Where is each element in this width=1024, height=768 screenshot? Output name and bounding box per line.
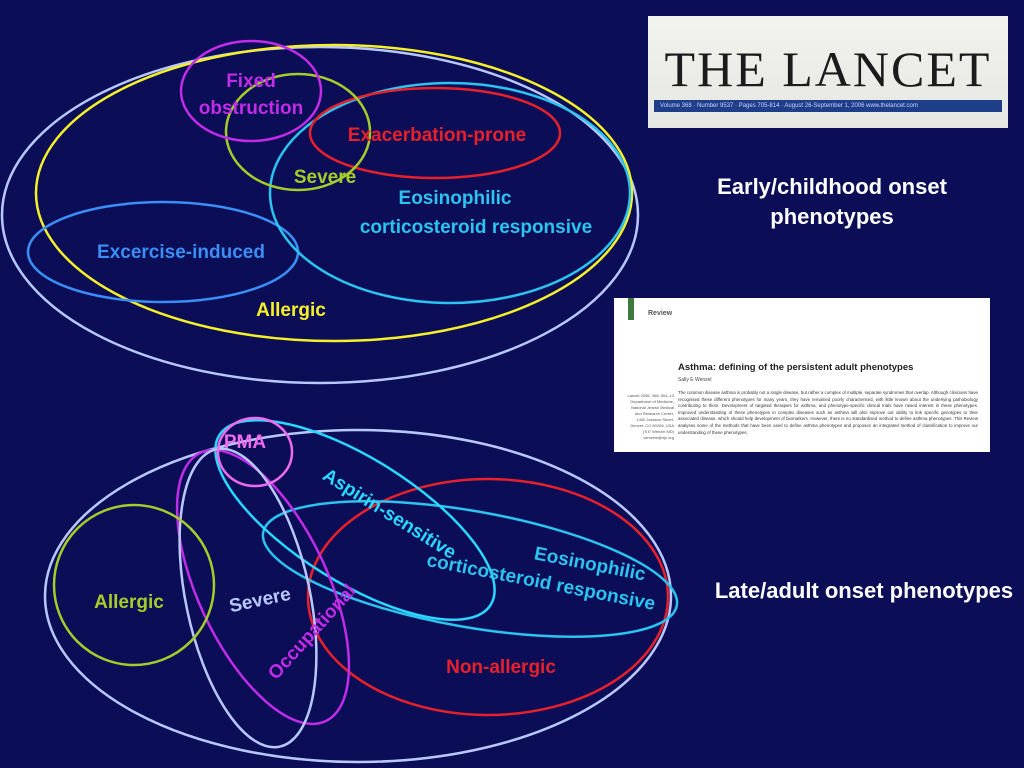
eosinophilic-early-label-line2: corticosteroid responsive [360, 217, 592, 238]
review-article-meta: Lancet 2006; 368: 804–13 Department of M… [627, 393, 675, 440]
pma-ellipse [216, 416, 294, 488]
early-onset-caption: Early/childhood onset phenotypes [717, 174, 947, 229]
allergic-late-label: Allergic [94, 592, 164, 613]
allergic-late-ellipse [52, 503, 216, 667]
exercise-induced-label: Excercise-induced [97, 242, 265, 263]
fixed-obstruction-ellipse [179, 39, 323, 143]
aspirin-sensitive-label: Aspirin-sensitive [319, 465, 460, 564]
lancet-masthead: THE LANCET [664, 41, 992, 97]
pma-label: PMA [224, 432, 267, 453]
severe-late-label: Severe [227, 584, 292, 618]
non-allergic-label: Non-allergic [446, 657, 556, 678]
review-accent-bar [628, 298, 634, 320]
early-onset-group [0, 39, 640, 385]
allergic-early-label: Allergic [256, 300, 326, 321]
eosinophilic-early-label-line1: Eosinophilic [399, 188, 512, 209]
lancet-issue-band: Volume 368 · Number 9537 · Pages 705-814… [654, 100, 1002, 112]
eosinophilic-early-ellipse [268, 81, 632, 305]
exacerbation-prone-ellipse [308, 86, 562, 180]
review-article-title: Asthma: defining of the persistent adult… [678, 362, 914, 373]
late-onset-labels: PMA Aspirin-sensitive Eosinophilic corti… [94, 432, 657, 684]
review-section-label: Review [648, 310, 673, 317]
non-allergic-ellipse [306, 477, 670, 717]
aspirin-sensitive-ellipse [214, 418, 496, 622]
early-outer-ellipse [0, 45, 640, 385]
late-onset-caption: Late/adult onset phenotypes [714, 578, 1014, 603]
lancet-cover-image: THE LANCET Volume 368 · Number 9537 · Pa… [648, 16, 1008, 128]
fixed-obstruction-label-line1: Fixed [226, 71, 276, 92]
severe-late-ellipse [178, 447, 318, 749]
late-outer-ellipse [43, 428, 673, 764]
early-onset-labels: Fixed obstruction Exacerbation-prone Sev… [97, 71, 592, 321]
occupational-ellipse [175, 448, 351, 726]
review-article-abstract: The common disease asthma is probably no… [678, 390, 978, 435]
fixed-obstruction-label-line2: obstruction [199, 98, 304, 119]
allergic-early-ellipse [34, 43, 634, 343]
late-onset-group [43, 416, 679, 764]
review-article-image: Review Asthma: defining of the persisten… [614, 298, 990, 452]
eosinophilic-late-ellipse [261, 499, 679, 639]
exacerbation-prone-label: Exacerbation-prone [348, 125, 526, 146]
severe-early-label: Severe [294, 167, 356, 188]
review-article-author: Sally E Wenzel [678, 377, 712, 383]
severe-early-ellipse [224, 72, 372, 192]
